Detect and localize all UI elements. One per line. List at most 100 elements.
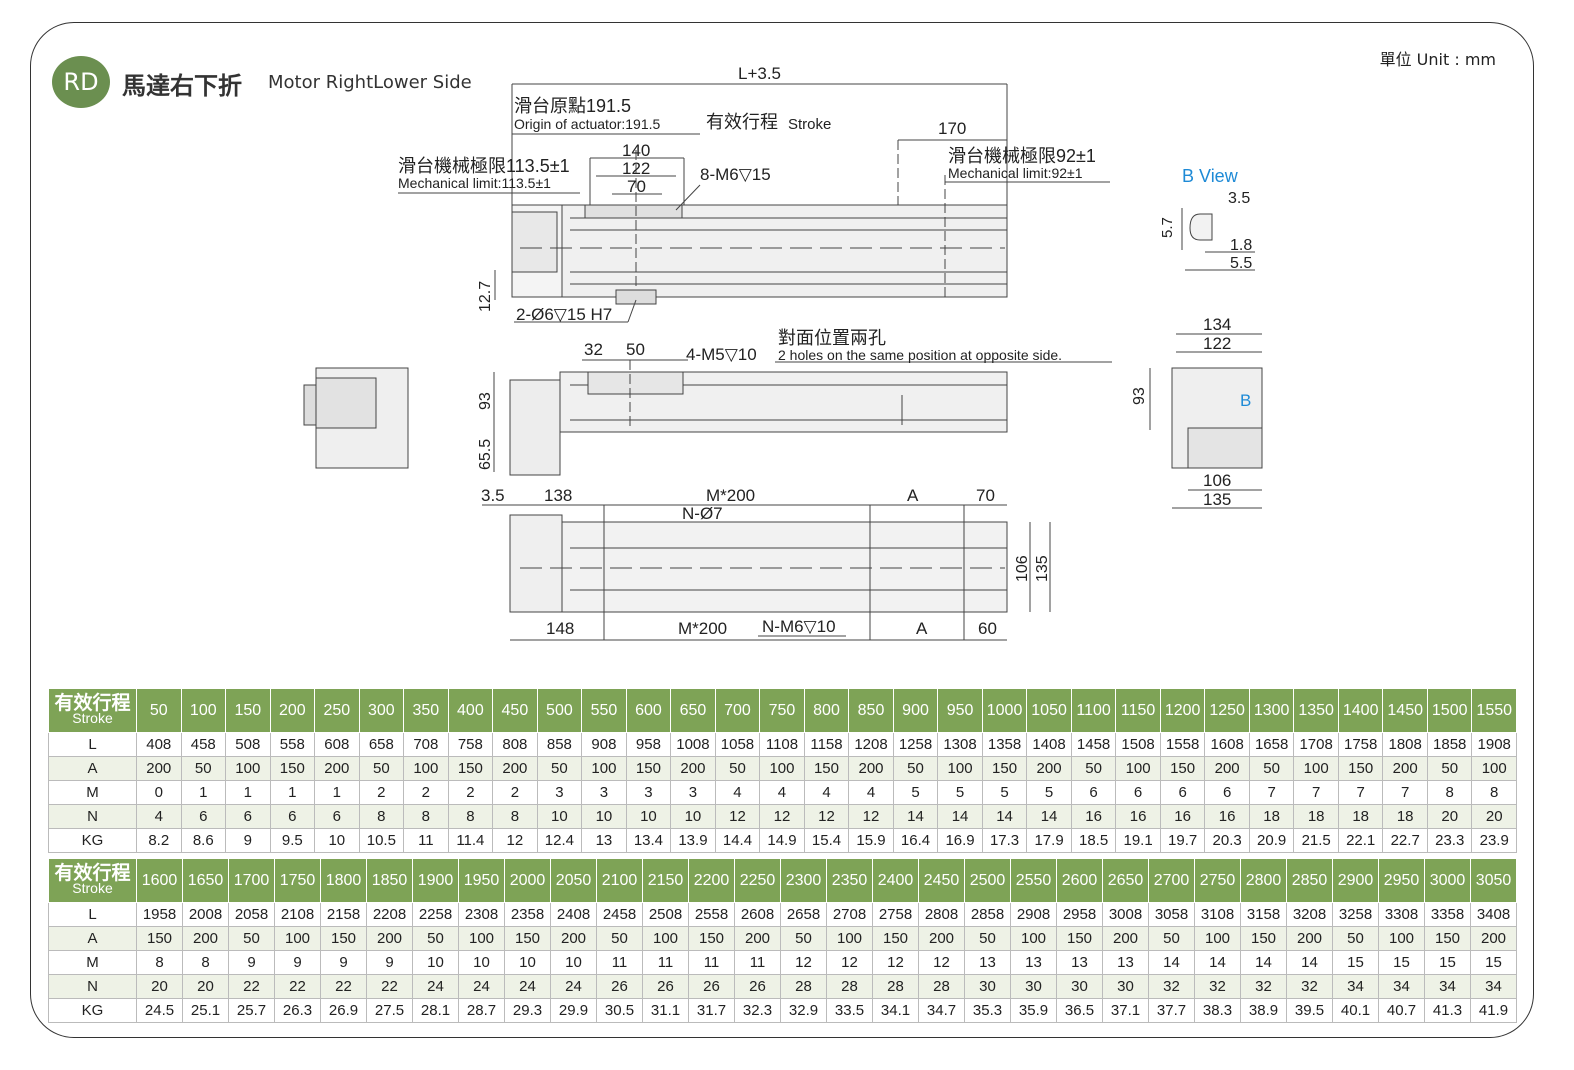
stroke-value: 2100 — [596, 858, 643, 903]
row-label: KG — [48, 998, 137, 1023]
stroke-value: 950 — [937, 688, 983, 733]
table-cell: 35.3 — [964, 998, 1011, 1023]
table-cell: 2358 — [504, 902, 551, 927]
model-badge: RD — [52, 56, 110, 108]
table-cell: 8 — [1471, 780, 1517, 805]
table-cell: 22 — [320, 974, 367, 999]
table-cell: 29.9 — [550, 998, 597, 1023]
title-english: Motor RightLower Side — [268, 72, 472, 93]
table-cell: 14 — [937, 804, 983, 829]
table-cell: 14 — [981, 804, 1028, 829]
table-cell: 8.6 — [180, 828, 227, 853]
table-cell: 200 — [1286, 926, 1333, 951]
table-cell: 30 — [1102, 974, 1149, 999]
table-cell: 3058 — [1148, 902, 1195, 927]
table-cell: 2 — [403, 780, 449, 805]
table-cell: 150 — [803, 756, 850, 781]
table-cell: 18 — [1337, 804, 1384, 829]
row-label: M — [48, 950, 137, 975]
table-cell: 19.7 — [1159, 828, 1206, 853]
table-cell: 20 — [1471, 804, 1517, 829]
table-cell: 23.9 — [1471, 828, 1517, 853]
table-cell: 19.1 — [1115, 828, 1161, 853]
table-cell: 14 — [1286, 950, 1333, 975]
b-dim-1-8: 1.8 — [1230, 237, 1252, 254]
table-cell: 11 — [642, 950, 689, 975]
origin-label: 滑台原點191.5 — [514, 96, 631, 116]
table-cell: 18.5 — [1070, 828, 1117, 853]
table-cell: 9.5 — [269, 828, 316, 853]
origin-label-en: Origin of actuator:191.5 — [514, 116, 661, 132]
table-cell: 16 — [1204, 804, 1250, 829]
table-cell: 3008 — [1102, 902, 1149, 927]
row-label: N — [48, 804, 137, 829]
table-cell: 10 — [412, 950, 459, 975]
table-cell: 1658 — [1248, 732, 1295, 757]
table-cell: 3 — [670, 780, 716, 805]
stroke-value: 2350 — [826, 858, 873, 903]
table-cell: 24.5 — [136, 998, 183, 1023]
table-cell: 15.9 — [848, 828, 894, 853]
table-cell: 100 — [581, 756, 627, 781]
table-cell: 22 — [366, 974, 413, 999]
stroke-value: 1400 — [1337, 688, 1384, 733]
table-cell: 16.4 — [892, 828, 939, 853]
table-cell: 200 — [550, 926, 597, 951]
table-cell: 18 — [1382, 804, 1428, 829]
dim-106: 106 — [1014, 555, 1031, 582]
table-cell: 12 — [826, 950, 873, 975]
table-cell: 26 — [642, 974, 689, 999]
table-cell: 10 — [536, 804, 583, 829]
stroke-value: 500 — [536, 688, 583, 733]
dim-122: 122 — [622, 159, 650, 178]
dim-12-7: 12.7 — [477, 281, 494, 312]
table-cell: 200 — [848, 756, 894, 781]
stroke-value: 2850 — [1286, 858, 1333, 903]
b-dim-3-5: 3.5 — [1228, 190, 1250, 207]
table-cell: 28.1 — [412, 998, 459, 1023]
stroke-value: 2700 — [1148, 858, 1195, 903]
table-cell: 2 — [358, 780, 405, 805]
table-cell: 28.7 — [458, 998, 505, 1023]
table-cell: 12 — [918, 950, 965, 975]
b-view — [1181, 208, 1255, 271]
table-cell: 20 — [182, 974, 229, 999]
table-cell: 2258 — [412, 902, 459, 927]
table-cell: 1508 — [1115, 732, 1161, 757]
table-cell: 32.9 — [780, 998, 827, 1023]
table-cell: 13 — [1010, 950, 1057, 975]
table-cell: 9 — [274, 950, 321, 975]
table-cell: 2 — [447, 780, 494, 805]
mech-limit-left-en: Mechanical limit:113.5±1 — [398, 175, 551, 191]
table-cell: 200 — [670, 756, 716, 781]
stroke-label-en: Stroke — [788, 116, 831, 133]
hole-spec: 2-Ø6▽15 H7 — [516, 305, 612, 324]
stroke-label: 有效行程 — [706, 112, 778, 132]
stroke-value: 3050 — [1470, 858, 1517, 903]
table-cell: 4 — [714, 780, 761, 805]
thread-m5: 4-M5▽10 — [686, 345, 757, 364]
dim-138: 138 — [544, 486, 572, 505]
table-cell: 10 — [550, 950, 597, 975]
table-cell: 35.9 — [1010, 998, 1057, 1023]
table-cell: 1908 — [1471, 732, 1517, 757]
table-cell: 30 — [964, 974, 1011, 999]
table-cell: 1308 — [937, 732, 983, 757]
table-cell: 5 — [937, 780, 983, 805]
table-cell: 34.1 — [872, 998, 919, 1023]
table-cell: 8 — [182, 950, 229, 975]
stroke-value: 1100 — [1070, 688, 1117, 733]
table-cell: 1358 — [981, 732, 1028, 757]
table-cell: 20.9 — [1248, 828, 1295, 853]
table-cell: 150 — [1337, 756, 1384, 781]
table-cell: 100 — [1471, 756, 1517, 781]
table-cell: 20.3 — [1204, 828, 1250, 853]
table-cell: 9 — [366, 950, 413, 975]
table-cell: 4 — [848, 780, 894, 805]
stroke-value: 50 — [136, 688, 182, 733]
table-cell: 100 — [1010, 926, 1057, 951]
opposite-holes-label: 對面位置兩孔 — [778, 328, 886, 348]
